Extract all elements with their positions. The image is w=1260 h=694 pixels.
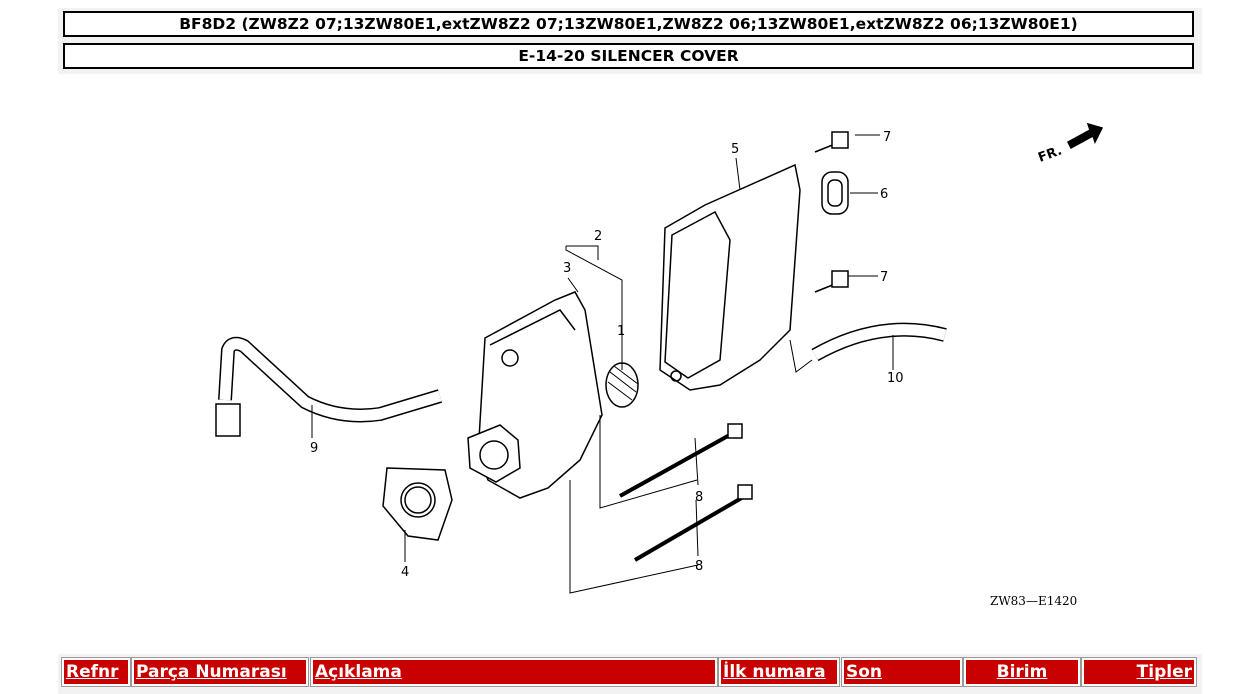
callout-1: 1: [617, 324, 625, 339]
callout-9: 9: [310, 441, 318, 456]
callout-5: 5: [731, 142, 739, 157]
column-header-unit[interactable]: Birim: [963, 657, 1081, 687]
drawing-code: ZW83—E1420: [990, 594, 1077, 608]
callout-2: 2: [594, 229, 602, 244]
callout-6: 6: [880, 187, 888, 202]
callout-8-upper: 8: [695, 490, 703, 505]
callout-4: 4: [401, 565, 409, 580]
column-header-first-number[interactable]: İlk numara: [718, 657, 840, 687]
bolt-8-lower: [633, 494, 747, 562]
cover-5: [659, 163, 801, 391]
callout-7-upper: 7: [883, 130, 891, 145]
gasket-4: [382, 467, 453, 541]
callout-8-lower: 8: [695, 559, 703, 574]
column-header-refnr[interactable]: Refnr: [61, 657, 131, 687]
direction-label: FR.: [1036, 143, 1064, 165]
grommet-6: [821, 171, 849, 215]
column-header-description[interactable]: Açıklama: [310, 657, 718, 687]
callout-3: 3: [563, 261, 571, 276]
forward-arrow-icon: [1067, 122, 1104, 150]
section-title: E-14-20 SILENCER COVER: [63, 43, 1194, 69]
model-title: BF8D2 (ZW8Z2 07;13ZW80E1,extZW8Z2 07;13Z…: [63, 11, 1194, 37]
bolt-8-upper: [619, 430, 736, 498]
callout-10: 10: [887, 371, 904, 386]
column-header-part-number[interactable]: Parça Numarası: [131, 657, 309, 687]
callout-7-lower: 7: [880, 270, 888, 285]
column-header-types[interactable]: Tipler: [1081, 657, 1197, 687]
parts-diagram: 1 2 3 4 5 6 7 7 8 8 9 10 FR. ZW83—E1420: [215, 122, 1104, 608]
column-header-last[interactable]: Son: [841, 657, 963, 687]
